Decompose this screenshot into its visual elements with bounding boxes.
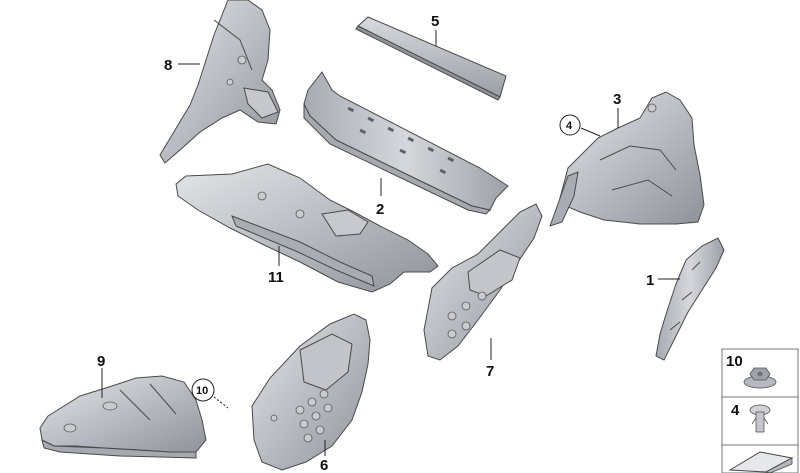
- callout-9: 9: [97, 353, 105, 370]
- callout-4-circle: [559, 114, 581, 136]
- callout-11: 11: [268, 269, 284, 286]
- part-7-shape: [423, 203, 543, 361]
- clip-icon: [749, 404, 771, 433]
- leader-4: [580, 127, 601, 137]
- leader-10: [213, 396, 229, 409]
- callout-1: 1: [646, 272, 654, 289]
- part-2-shape: [303, 71, 509, 215]
- part-11-shape: [175, 163, 439, 293]
- part-1-shape: [655, 237, 725, 361]
- callout-4: 4: [566, 120, 573, 132]
- callout-10-circle: [191, 378, 215, 402]
- part-8-shape: [159, 0, 281, 164]
- callout-6: 6: [320, 457, 328, 473]
- callout-7: 7: [486, 363, 494, 380]
- part-9-shape: [39, 375, 207, 459]
- part-6-shape: [251, 313, 371, 471]
- fastener-legend: 10 4: [721, 348, 799, 473]
- callout-5: 5: [431, 13, 439, 30]
- callout-3: 3: [613, 91, 621, 108]
- legend-number-10: 10: [726, 353, 743, 370]
- part-3-shape: [549, 91, 705, 227]
- leader-lines: [101, 30, 680, 456]
- callouts: 8 5 2 3 4 1 11 7 9 10 6: [97, 13, 654, 473]
- callout-10: 10: [196, 385, 208, 397]
- legend-number-4: 4: [731, 402, 740, 419]
- callout-2: 2: [376, 201, 384, 218]
- part-5-shape: [355, 16, 507, 101]
- callout-8: 8: [164, 57, 172, 74]
- nut-icon: [743, 367, 777, 389]
